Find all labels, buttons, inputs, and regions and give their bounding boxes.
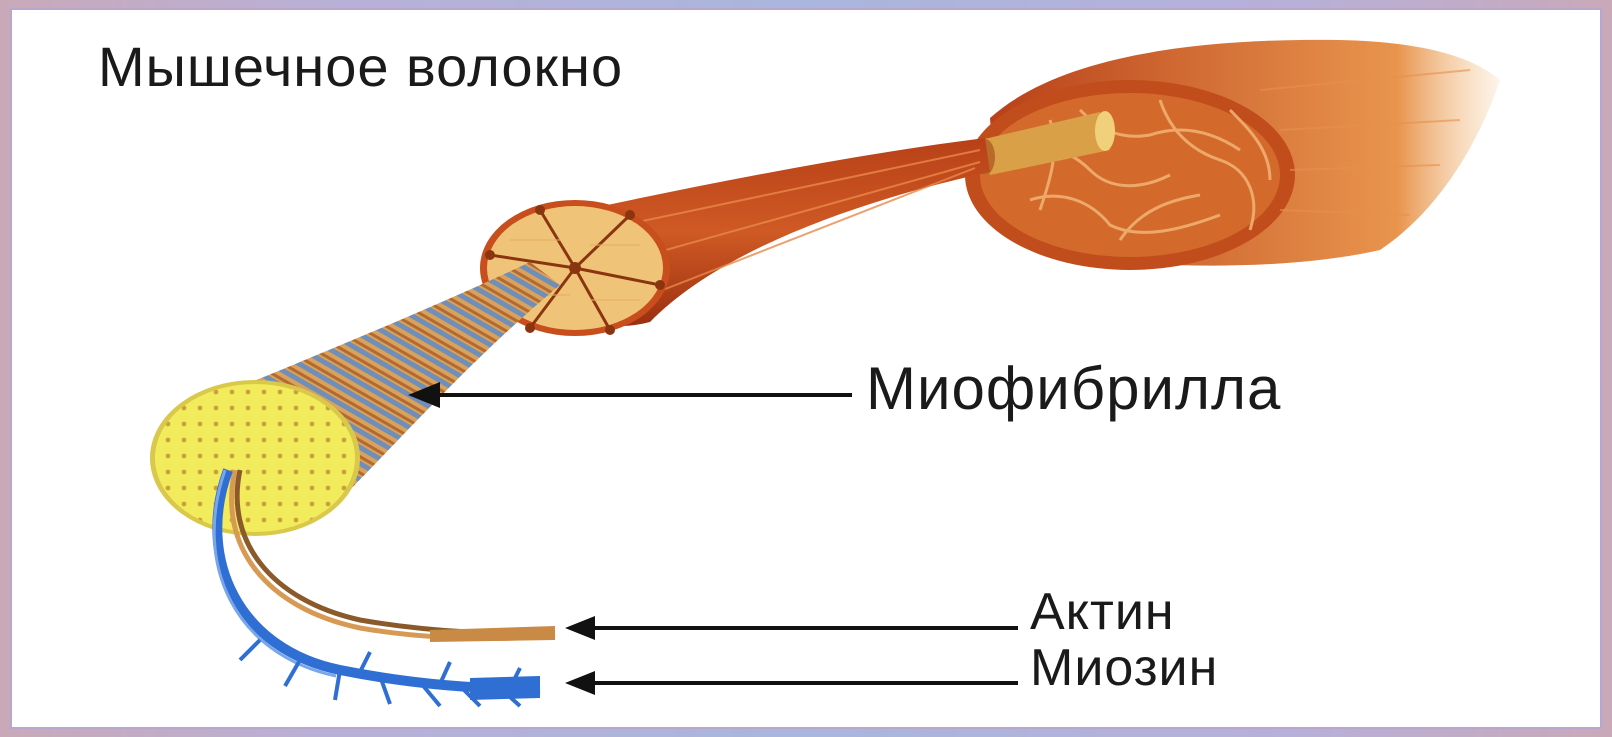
label-actin: Актин — [1030, 582, 1175, 642]
fiber-bundle — [480, 138, 990, 336]
label-myosin: Миозин — [1030, 638, 1218, 698]
label-myofibril: Миофибрилла — [866, 354, 1281, 423]
diagram-title: Мышечное волокно — [98, 34, 623, 99]
arrow-left-icon — [408, 382, 852, 408]
myofibril — [150, 262, 560, 536]
arrow-left-icon — [565, 616, 1018, 640]
arrow-left-icon — [565, 671, 1018, 695]
